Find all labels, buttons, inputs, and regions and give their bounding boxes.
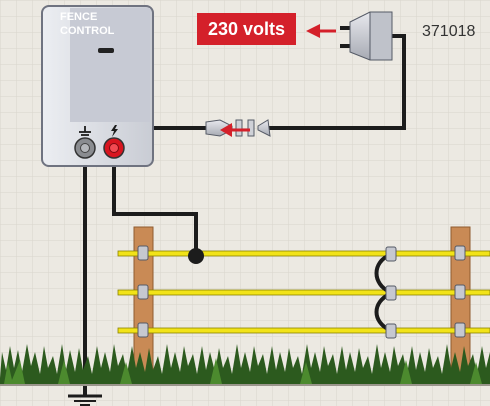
product-code: 371018 bbox=[422, 23, 476, 40]
fence-energizer bbox=[41, 5, 154, 167]
lightning-icon bbox=[111, 125, 118, 137]
ground-terminal-center bbox=[80, 143, 90, 153]
energizer-label: FENCE CONTROL bbox=[60, 10, 114, 38]
fence-output-cable bbox=[112, 160, 198, 256]
fence-terminal-center bbox=[109, 143, 119, 153]
mains-cable bbox=[150, 34, 406, 130]
arrow-left-icon bbox=[306, 24, 336, 38]
energizer-label-line1: FENCE bbox=[60, 11, 98, 23]
arrow-left-icon bbox=[220, 123, 250, 137]
fence-wires bbox=[117, 250, 490, 334]
voltage-badge: 230 volts bbox=[197, 13, 296, 45]
energizer-label-line2: CONTROL bbox=[60, 25, 115, 37]
ground-icon bbox=[79, 126, 91, 136]
label-panel bbox=[70, 8, 150, 122]
connection-node bbox=[188, 248, 204, 264]
jumper-wires bbox=[374, 246, 397, 339]
indicator-slot bbox=[98, 48, 114, 53]
insulators bbox=[137, 245, 466, 338]
grass bbox=[0, 344, 490, 384]
mains-plug bbox=[340, 11, 393, 61]
